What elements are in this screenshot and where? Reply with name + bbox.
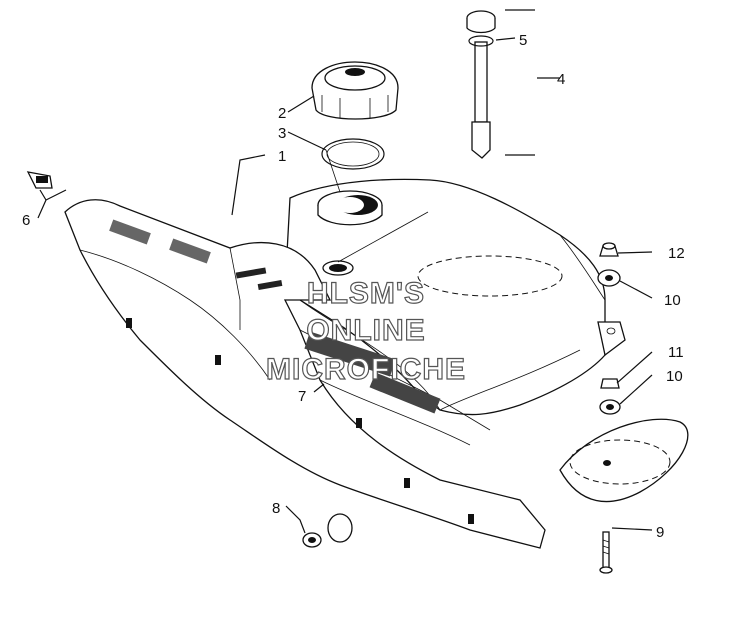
callout-labels: 1 2 3 4 5 6 7 8 9 10 10 11 12 [22, 32, 685, 541]
callout-10-upper: 10 [664, 292, 681, 309]
bolt-part-9 [599, 531, 613, 574]
gas-tank-part-1 [284, 178, 626, 416]
callout-1: 1 [278, 148, 286, 165]
nut-part-11 [600, 378, 620, 389]
nut-part-12 [599, 242, 619, 257]
watermark-line-1: HLSM'S [307, 277, 425, 310]
callout-7: 7 [298, 388, 306, 405]
nut-part-8 [302, 513, 353, 548]
washer-part-10-lower [599, 399, 621, 415]
callout-2: 2 [278, 105, 286, 122]
callout-11: 11 [668, 344, 684, 361]
callout-12: 12 [668, 245, 685, 262]
gas-cap-part-2 [311, 61, 399, 120]
callout-3: 3 [278, 125, 286, 142]
callout-4: 4 [557, 71, 565, 88]
seat-shroud-part-7 [64, 199, 546, 549]
gauge-seal-part-5 [468, 35, 494, 47]
leader-lines [37, 9, 653, 534]
watermark-line-3: MICROFICHE [266, 353, 466, 386]
watermark-line-2: ONLINE [306, 314, 425, 347]
callout-9: 9 [656, 524, 664, 541]
callout-6: 6 [22, 212, 30, 229]
callout-10-lower: 10 [666, 368, 683, 385]
gasket-part-3 [321, 138, 385, 170]
watermark: HLSM'S ONLINE MICROFICHE [265, 276, 466, 386]
washer-part-10-upper [597, 269, 621, 287]
callout-5: 5 [519, 32, 527, 49]
fuel-gauge-part-4 [466, 10, 496, 159]
mount-pad [559, 418, 689, 503]
callout-8: 8 [272, 500, 280, 517]
clip-part-6 [26, 171, 53, 189]
